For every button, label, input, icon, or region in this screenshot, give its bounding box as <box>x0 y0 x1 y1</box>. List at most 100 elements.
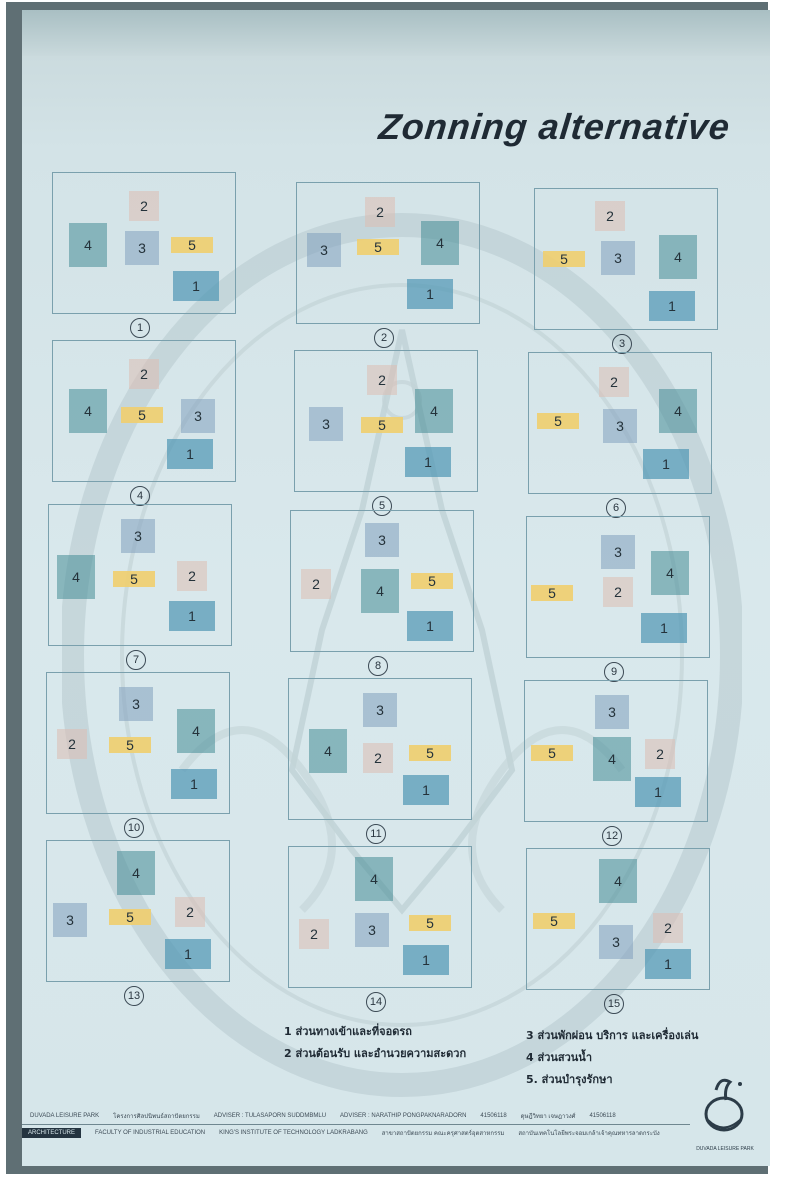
zone-4-block: 4 <box>415 389 453 433</box>
zone-1-block: 1 <box>403 775 449 805</box>
zone-5-block: 5 <box>409 745 451 761</box>
footer-faculty-th: สาขาสถาปัตยกรรม คณะครุศาสตร์อุตสาหกรรม <box>382 1128 505 1138</box>
zone-1-block: 1 <box>167 439 213 469</box>
zone-5-block: 5 <box>531 585 573 601</box>
legend-item-1: 1 ส่วนทางเข้าและที่จอดรถ <box>284 1022 412 1040</box>
zone-1-block: 1 <box>405 447 451 477</box>
footer-adviser-2: ADVISER : NARATHIP PONGPAKNARADORN <box>340 1113 466 1119</box>
zone-2-block: 2 <box>595 201 625 231</box>
footer-student-id: 41506118 <box>480 1113 506 1119</box>
zone-3-block: 3 <box>119 687 153 721</box>
alternative-number-10: 10 <box>124 818 144 838</box>
zone-3-block: 3 <box>121 519 155 553</box>
zone-1-block: 1 <box>407 279 453 309</box>
logo-caption: DUVADA LEISURE PARK <box>696 1146 754 1152</box>
zone-3-block: 3 <box>53 903 87 937</box>
zone-5-block: 5 <box>411 573 453 589</box>
zone-5-block: 5 <box>409 915 451 931</box>
zone-5-block: 5 <box>113 571 155 587</box>
footer-project: DUVADA LEISURE PARK <box>30 1113 99 1119</box>
zone-1-block: 1 <box>171 769 217 799</box>
zone-2-block: 2 <box>653 913 683 943</box>
zone-4-block: 4 <box>599 859 637 903</box>
zone-3-block: 3 <box>181 399 215 433</box>
alternative-number-11: 11 <box>366 824 386 844</box>
project-logo: DUVADA LEISURE PARK <box>690 1070 760 1160</box>
zone-2-block: 2 <box>363 743 393 773</box>
alternative-number-14: 14 <box>366 992 386 1012</box>
zone-1-block: 1 <box>403 945 449 975</box>
footer-institution: ARCHITECTURE FACULTY OF INDUSTRIAL EDUCA… <box>22 1126 682 1140</box>
zone-2-block: 2 <box>301 569 331 599</box>
zone-2-block: 2 <box>603 577 633 607</box>
alternative-number-3: 3 <box>612 334 632 354</box>
alternative-6: 25341 <box>528 352 712 494</box>
zone-1-block: 1 <box>173 271 219 301</box>
zone-5-block: 5 <box>109 737 151 753</box>
alternative-number-2: 2 <box>374 328 394 348</box>
zone-2-block: 2 <box>129 359 159 389</box>
zone-2-block: 2 <box>177 561 207 591</box>
zone-2-block: 2 <box>367 365 397 395</box>
zone-1-block: 1 <box>407 611 453 641</box>
zone-3-block: 3 <box>595 695 629 729</box>
legend-item-2: 2 ส่วนต้อนรับ และอำนวยความสะดวก <box>284 1044 466 1062</box>
footer-faculty: FACULTY OF INDUSTRIAL EDUCATION <box>95 1130 205 1136</box>
legend-item-5: 5. ส่วนบำรุงรักษา <box>526 1070 613 1088</box>
zone-3-block: 3 <box>601 535 635 569</box>
alternative-number-4: 4 <box>130 486 150 506</box>
alternative-number-6: 6 <box>606 498 626 518</box>
zone-4-block: 4 <box>57 555 95 599</box>
footer-adviser-1: ADVISER : TULASAPORN SUDDMBMLU <box>214 1113 326 1119</box>
alternative-number-1: 1 <box>130 318 150 338</box>
zone-4-block: 4 <box>177 709 215 753</box>
zone-2-block: 2 <box>645 739 675 769</box>
zone-1-block: 1 <box>643 449 689 479</box>
footer-student-name: ดุษฎีวิทยา เจษฎาวงศ์ <box>521 1111 576 1121</box>
zone-5-block: 5 <box>531 745 573 761</box>
alternative-10: 3 2 5 4 1 <box>46 672 230 814</box>
footer-institute: KING'S INSTITUTE OF TECHNOLOGY LADKRABAN… <box>219 1130 368 1136</box>
zone-3-block: 3 <box>365 523 399 557</box>
zone-2-block: 2 <box>129 191 159 221</box>
zone-3-block: 3 <box>355 913 389 947</box>
zone-4-block: 4 <box>117 851 155 895</box>
zone-1-block: 1 <box>641 613 687 643</box>
zone-5-block: 5 <box>121 407 163 423</box>
footer-credits: DUVADA LEISURE PARK โครงการศิลปนิพนธ์สถา… <box>22 1108 690 1125</box>
legend-item-3: 3 ส่วนพักผ่อน บริการ และเครื่องเล่น <box>526 1026 698 1044</box>
zone-1-block: 1 <box>645 949 691 979</box>
footer-student-id-2: 41506118 <box>589 1113 615 1119</box>
zone-5-block: 5 <box>361 417 403 433</box>
zone-4-block: 4 <box>659 235 697 279</box>
zone-4-block: 4 <box>309 729 347 773</box>
zone-5-block: 5 <box>357 239 399 255</box>
zone-5-block: 5 <box>543 251 585 267</box>
zone-3-block: 3 <box>601 241 635 275</box>
zone-2-block: 2 <box>57 729 87 759</box>
zone-3-block: 3 <box>363 693 397 727</box>
zone-2-block: 2 <box>175 897 205 927</box>
alternative-number-8: 8 <box>368 656 388 676</box>
alternative-number-9: 9 <box>604 662 624 682</box>
alternative-14: 42351 <box>288 846 472 988</box>
zone-5-block: 5 <box>533 913 575 929</box>
alternative-number-7: 7 <box>126 650 146 670</box>
zone-1-block: 1 <box>169 601 215 631</box>
zone-4-block: 4 <box>421 221 459 265</box>
footer-institute-th: สถาบันเทคโนโลยีพระจอมเกล้าเจ้าคุณทหารลาด… <box>518 1128 659 1138</box>
zone-5-block: 5 <box>537 413 579 429</box>
zone-5-block: 5 <box>171 237 213 253</box>
zone-1-block: 1 <box>635 777 681 807</box>
